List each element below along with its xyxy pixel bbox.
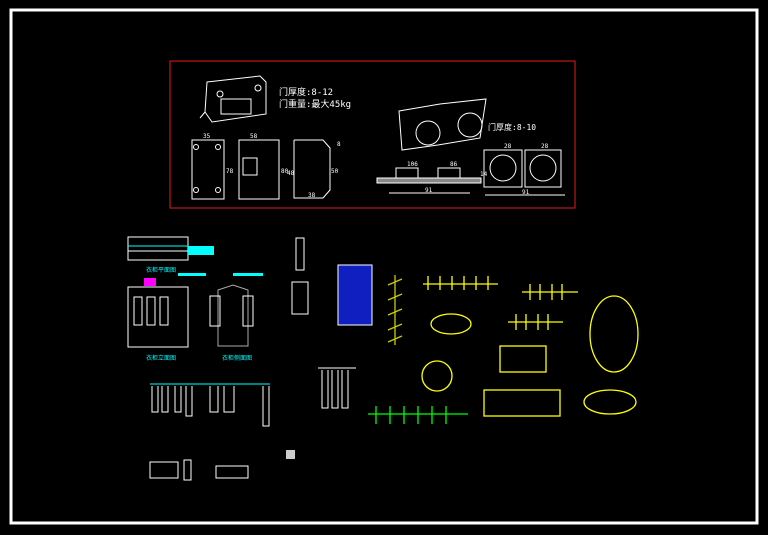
- label-front-elevation: 衣柜立面图: [146, 354, 176, 362]
- annotation-tag: [144, 278, 156, 286]
- dim-91: 91: [425, 187, 433, 194]
- dim-28b: 28: [541, 143, 549, 150]
- dim-14: 14: [480, 171, 488, 178]
- glass-clamp-side-view: [376, 149, 565, 196]
- spec-door-thickness: 门厚度:8-12: [279, 86, 333, 98]
- highlight-box: [169, 60, 576, 209]
- dim-91b: 91: [522, 189, 530, 196]
- pegboard-panel: [337, 264, 373, 326]
- label-top-plan: 衣柜平面图: [146, 266, 176, 274]
- dim-86: 86: [450, 161, 458, 168]
- dim-50: 50: [331, 168, 339, 175]
- hinge-detail-panel: 门厚度:8-12 门重量:最大45kg 35 58 78 80 48 50 8 …: [169, 60, 576, 209]
- dim-35: 35: [203, 133, 211, 140]
- wardrobe-drawings: 衣柜平面图 衣柜立面图 衣柜侧面图: [127, 236, 373, 481]
- spec-door-weight: 门重量:最大45kg: [279, 98, 351, 110]
- dim-58: 58: [250, 133, 258, 140]
- glass-clamp-isometric: [398, 98, 487, 151]
- dim-78: 78: [226, 168, 234, 175]
- annotation-tag: [188, 246, 214, 255]
- dim-48: 48: [287, 170, 295, 177]
- hanger-symbols: [368, 275, 639, 424]
- drawing-frame: [9, 8, 759, 525]
- spec-clamp-thickness: 门厚度:8-10: [488, 122, 536, 132]
- dim-38: 38: [308, 192, 316, 199]
- label-side-elevation: 衣柜侧面图: [222, 354, 252, 362]
- small-square-marker: [286, 450, 295, 459]
- dim-28a: 28: [504, 143, 512, 150]
- hinge-isometric: [199, 75, 267, 123]
- hinge-front-view: [191, 139, 331, 200]
- dim-8: 8: [337, 141, 341, 148]
- dim-106: 106: [407, 161, 418, 168]
- dim-80: 80: [281, 168, 289, 175]
